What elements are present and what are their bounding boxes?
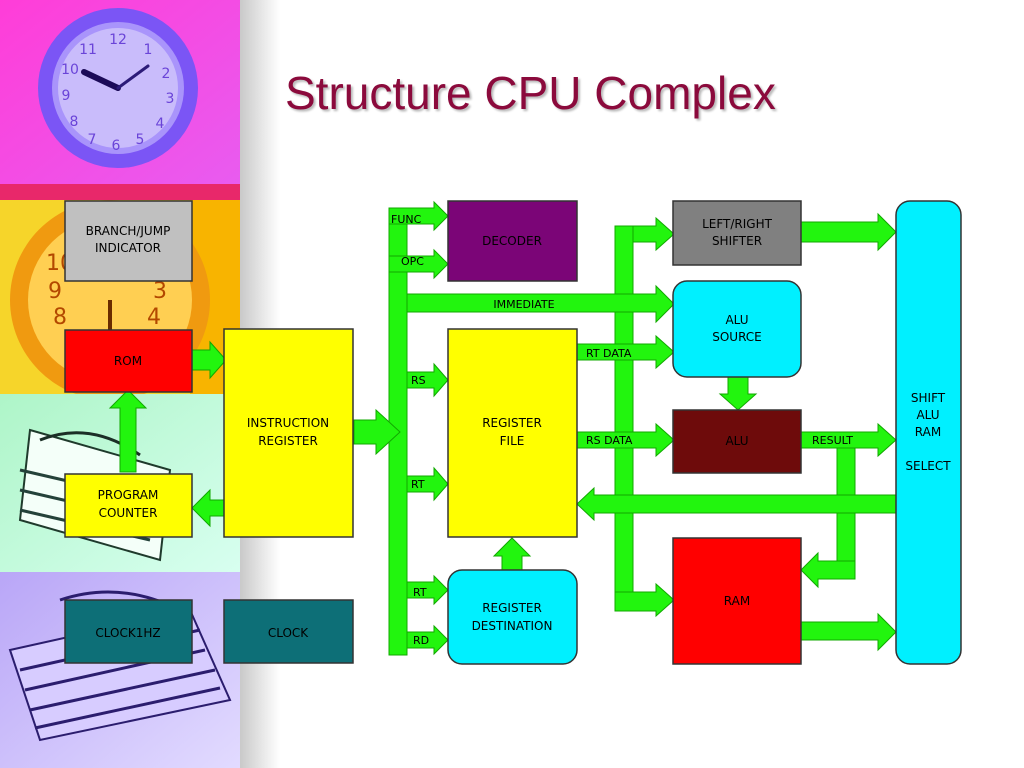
rs-data-signal-label: RS DATA bbox=[586, 434, 633, 447]
immediate-signal-label: IMMEDIATE bbox=[493, 298, 554, 311]
ir-to-bus-arrow bbox=[353, 408, 401, 456]
branch-jump-indicator-label: INDICATOR bbox=[95, 241, 161, 255]
program-counter-label: COUNTER bbox=[99, 506, 158, 520]
func-wire bbox=[388, 200, 449, 232]
register-destination-block bbox=[447, 569, 578, 665]
alu-source-label: SOURCE bbox=[712, 330, 762, 344]
ram-label: RAM bbox=[724, 594, 750, 608]
shifter-to-select-wire bbox=[800, 212, 897, 252]
instruction-register-label: REGISTER bbox=[258, 434, 318, 448]
select-label: SHIFT bbox=[911, 391, 946, 405]
opc-wire bbox=[388, 248, 449, 280]
svg-text:11: 11 bbox=[79, 42, 97, 58]
register-file-block bbox=[447, 328, 578, 538]
rt-data-signal-label: RT DATA bbox=[586, 347, 632, 360]
rom-label: ROM bbox=[114, 354, 142, 368]
result-signal-label: RESULT bbox=[812, 434, 853, 447]
slide-title: Structure CPU Complex bbox=[285, 67, 776, 119]
clock1hz-label: CLOCK1HZ bbox=[95, 626, 160, 640]
left-right-shifter-label: SHIFTER bbox=[712, 234, 762, 248]
ram-block bbox=[672, 537, 802, 665]
svg-text:4: 4 bbox=[156, 116, 165, 132]
result-to-select-wire bbox=[800, 422, 897, 458]
decoder-label: DECODER bbox=[482, 234, 542, 248]
svg-text:2: 2 bbox=[162, 66, 171, 82]
rs-wire bbox=[406, 362, 449, 398]
register-destination-label: DESTINATION bbox=[472, 619, 553, 633]
left-right-shifter-label: LEFT/RIGHT bbox=[702, 217, 773, 231]
svg-text:10: 10 bbox=[61, 62, 79, 78]
svg-text:8: 8 bbox=[53, 305, 67, 330]
svg-text:3: 3 bbox=[166, 91, 175, 107]
clock-block bbox=[223, 599, 354, 664]
mid-bus-wire bbox=[614, 225, 634, 612]
rd-wire bbox=[406, 624, 449, 656]
rt-data-wire bbox=[576, 334, 675, 370]
rt-wire-2 bbox=[406, 574, 449, 606]
program-counter-block bbox=[64, 473, 193, 538]
regdest-to-regfile-arrow bbox=[492, 537, 532, 571]
rt-signal-label: RT bbox=[411, 478, 425, 491]
register-file-label: REGISTER bbox=[482, 416, 542, 430]
svg-text:1: 1 bbox=[144, 42, 153, 58]
alu-source-label: ALU bbox=[725, 313, 748, 327]
opc-signal-label: OPC bbox=[401, 255, 424, 268]
svg-text:4: 4 bbox=[147, 305, 161, 330]
instruction-register-label: INSTRUCTION bbox=[247, 416, 329, 430]
select-label: RAM bbox=[915, 425, 941, 439]
clock1hz-block bbox=[64, 599, 193, 664]
rs-data-wire bbox=[576, 422, 675, 458]
ram-to-select-wire bbox=[800, 612, 897, 652]
svg-text:8: 8 bbox=[70, 114, 79, 130]
svg-text:7: 7 bbox=[88, 132, 97, 148]
select-label: SELECT bbox=[905, 459, 951, 473]
alu-label: ALU bbox=[725, 434, 748, 448]
writeback-wire bbox=[576, 486, 897, 522]
wires bbox=[108, 200, 897, 656]
func-signal-label: FUNC bbox=[391, 213, 422, 226]
to-shifter-wire bbox=[615, 216, 675, 252]
decoder-block bbox=[447, 200, 578, 282]
svg-text:5: 5 bbox=[136, 132, 145, 148]
left-right-shifter-block bbox=[672, 200, 802, 266]
immediate-wire bbox=[406, 284, 675, 324]
alusource-to-alu-arrow bbox=[718, 376, 758, 411]
to-ram-wire bbox=[614, 582, 675, 618]
branch-jump-indicator-label: BRANCH/JUMP bbox=[86, 224, 171, 238]
register-destination-label: REGISTER bbox=[482, 601, 542, 615]
rt-wire-1 bbox=[406, 466, 449, 502]
rom-block bbox=[64, 329, 193, 393]
rom-to-ir-arrow bbox=[191, 340, 227, 380]
rt-signal-label-2: RT bbox=[413, 586, 427, 599]
pc-to-rom-arrow bbox=[108, 389, 148, 473]
rs-signal-label: RS bbox=[411, 374, 426, 387]
shift-alu-ram-select-block bbox=[895, 200, 962, 665]
branch-jump-indicator-block bbox=[64, 200, 193, 282]
svg-text:9: 9 bbox=[62, 88, 71, 104]
svg-text:9: 9 bbox=[48, 279, 62, 304]
instruction-register-block bbox=[223, 328, 354, 538]
register-file-label: FILE bbox=[500, 434, 525, 448]
alu-source-block bbox=[672, 280, 802, 378]
ir-to-pc-arrow bbox=[191, 488, 227, 528]
alu-block bbox=[672, 409, 802, 474]
svg-text:12: 12 bbox=[109, 32, 127, 48]
clock-label: CLOCK bbox=[268, 626, 309, 640]
result-to-ram-wire bbox=[800, 551, 856, 589]
svg-text:6: 6 bbox=[112, 138, 121, 154]
svg-text:3: 3 bbox=[153, 279, 167, 304]
program-counter-label: PROGRAM bbox=[98, 488, 159, 502]
select-label: ALU bbox=[916, 408, 939, 422]
rd-signal-label: RD bbox=[413, 634, 429, 647]
